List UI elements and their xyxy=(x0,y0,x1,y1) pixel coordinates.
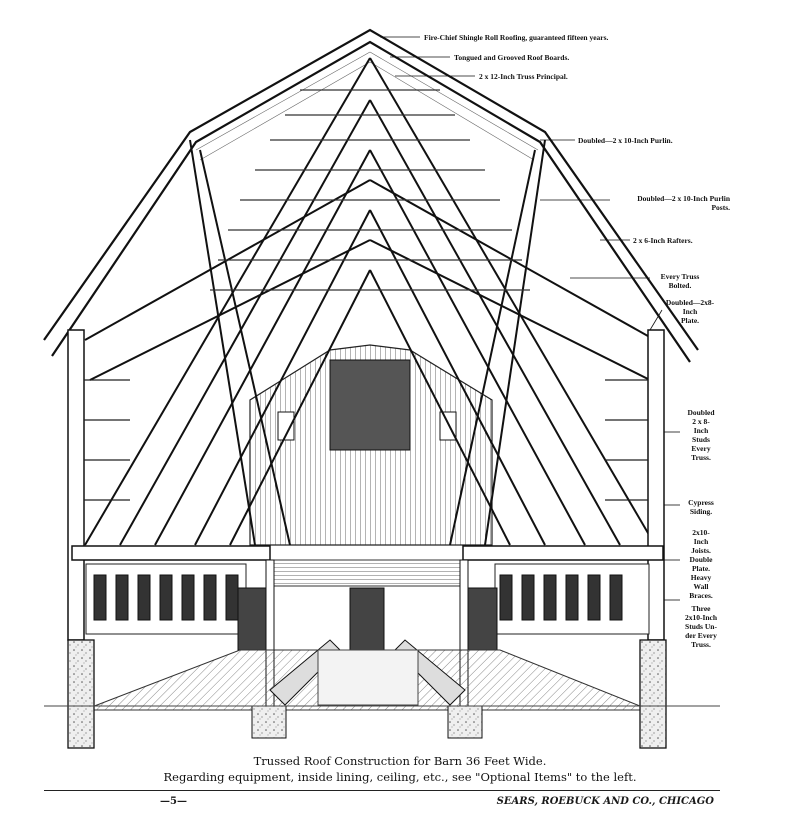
caption-title: Trussed Roof Construction for Barn 36 Fe… xyxy=(253,754,547,768)
purlin-posts-callout: Doubled—2 x 10-Inch Purlin Posts. xyxy=(637,194,730,212)
under-truss-callout: Three 2x10-Inch Studs Un- der Every Trus… xyxy=(684,604,718,649)
foundation-right xyxy=(639,639,667,749)
left-wall-stud xyxy=(67,329,85,641)
joists-callout: 2x10- Inch Joists. Double Plate. Heavy W… xyxy=(689,528,713,600)
publisher-name: SEARS, ROEBUCK AND CO., CHICAGO xyxy=(496,796,714,807)
studs-callout: Doubled 2 x 8- Inch Studs Every Truss. xyxy=(687,408,715,462)
pier-right xyxy=(447,705,483,739)
purlin-callout: Doubled—2 x 10-Inch Purlin. xyxy=(578,136,673,145)
rafters-callout: 2 x 6-Inch Rafters. xyxy=(633,236,693,245)
caption-note: Regarding equipment, inside lining, ceil… xyxy=(163,770,637,784)
truss-principal-callout: 2 x 12-Inch Truss Principal. xyxy=(479,72,568,81)
stable-door-right xyxy=(466,587,498,651)
stable-door-left xyxy=(237,587,269,651)
callout-leaders xyxy=(380,36,680,601)
pier-left xyxy=(251,705,287,739)
roof-boards-callout: Tongued and Grooved Roof Boards. xyxy=(454,53,570,62)
roof-boards xyxy=(195,51,539,161)
stable-door-center xyxy=(349,587,385,651)
foundation-left xyxy=(67,639,95,749)
hay-door xyxy=(329,359,411,451)
truss-bolted-callout: Every Truss Bolted. xyxy=(660,272,700,290)
plate-callout: Doubled—2x8- Inch Plate. xyxy=(665,298,715,325)
ceiling-boards xyxy=(269,559,464,587)
roofing-callout: Fire-Chief Shingle Roll Roofing, guarant… xyxy=(424,33,609,42)
wall-girts xyxy=(84,379,648,501)
loft-floor-beam-right xyxy=(462,545,664,561)
center-walkway xyxy=(317,649,419,706)
stable-windows xyxy=(93,574,623,621)
gable-window-left xyxy=(277,411,295,441)
page-number: —5— xyxy=(160,796,187,807)
truss-frame xyxy=(84,57,656,546)
footer-rule xyxy=(44,790,720,791)
siding-callout: Cypress Siding. xyxy=(688,498,714,516)
roof-outline xyxy=(43,28,699,363)
loft-floor-beam-left xyxy=(71,545,271,561)
right-wall-stud xyxy=(647,329,665,641)
collar-ties xyxy=(210,89,530,291)
